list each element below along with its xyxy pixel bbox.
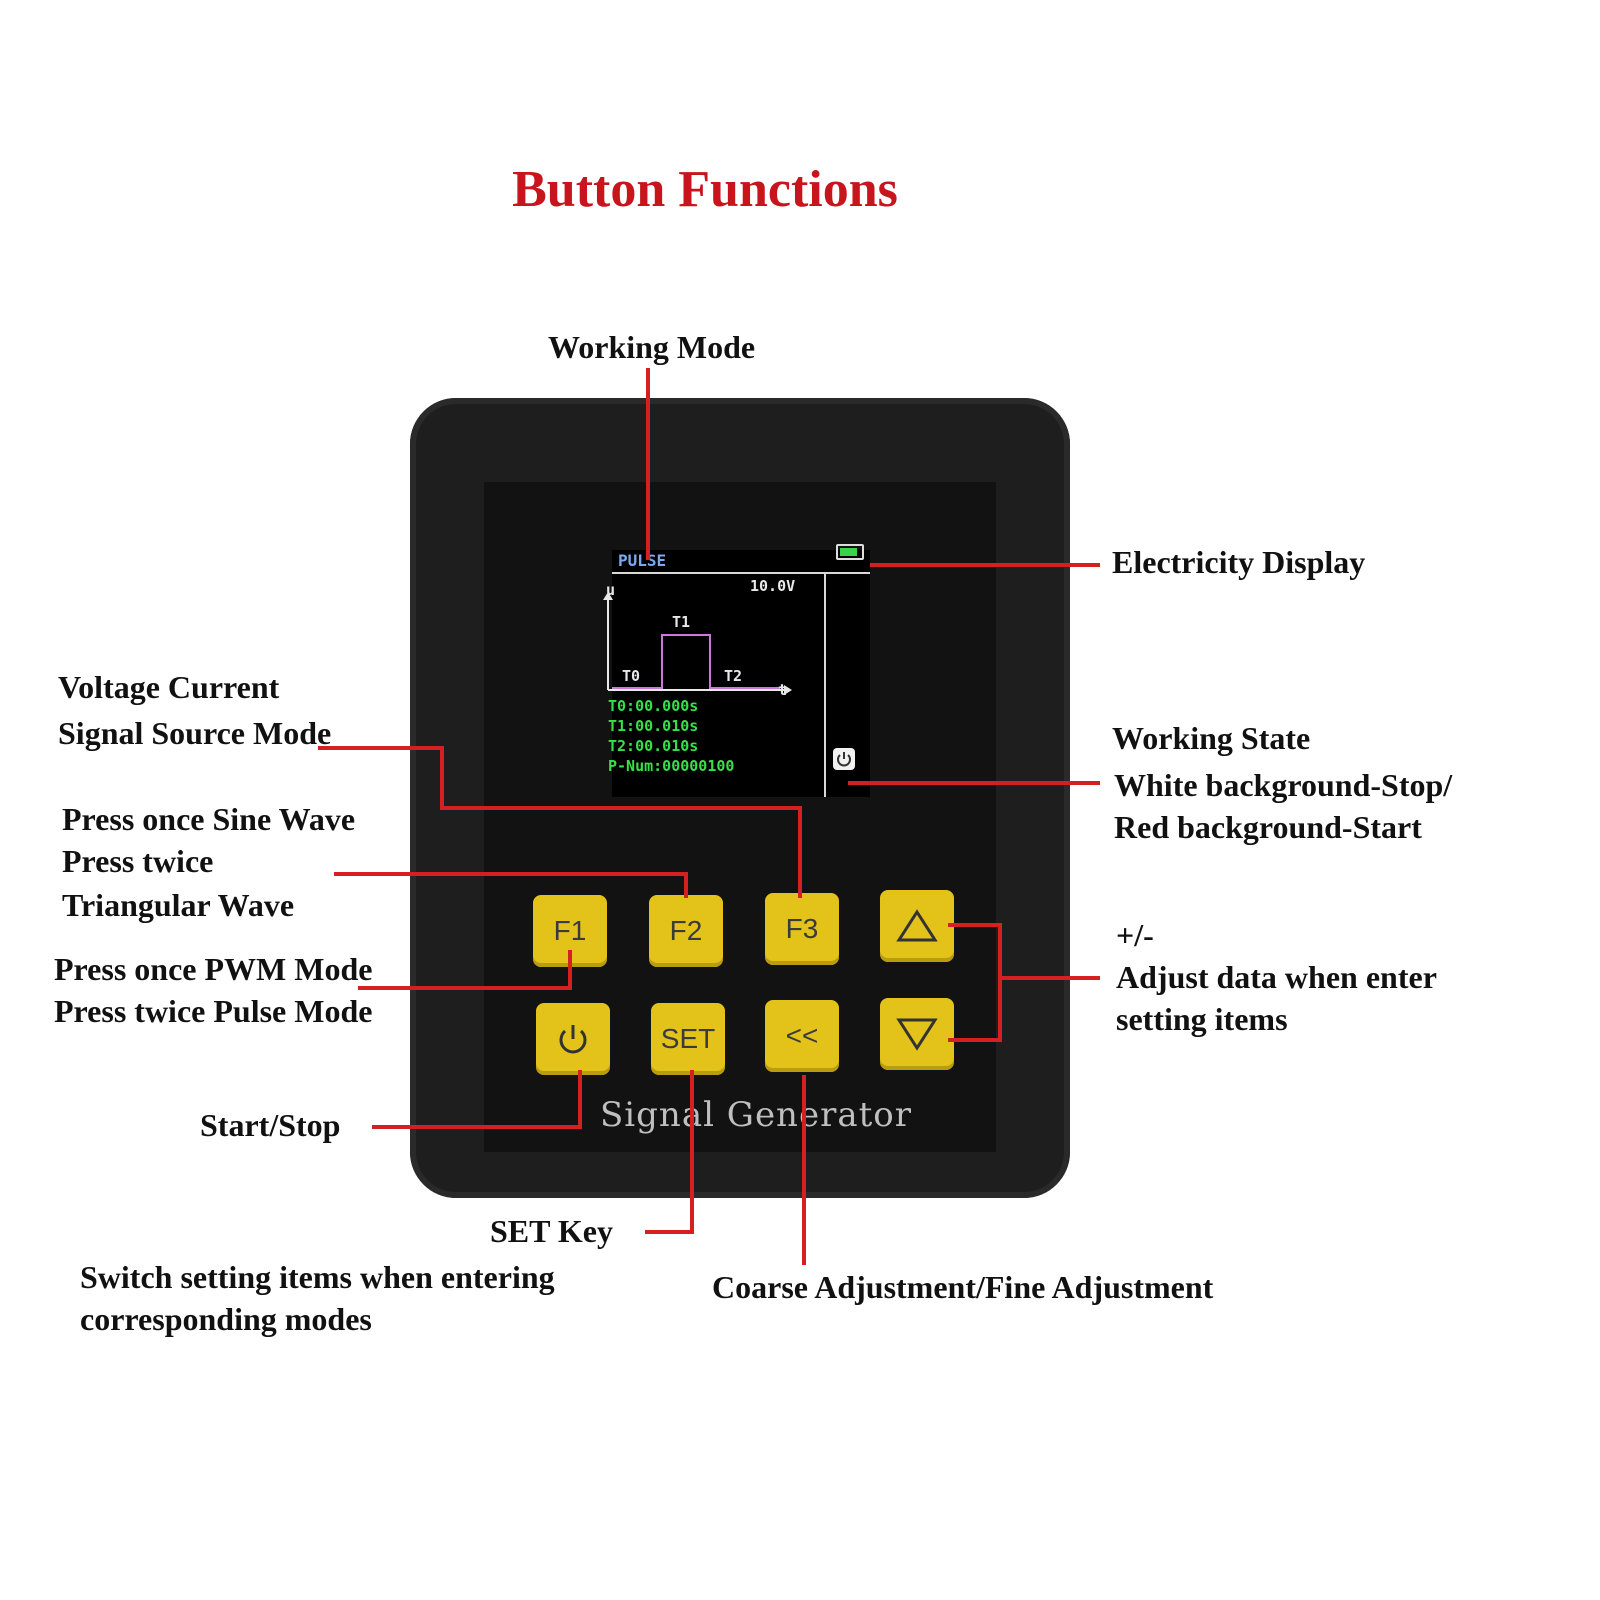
state-icon xyxy=(833,748,855,770)
f3-button[interactable]: F3 xyxy=(765,893,839,965)
f2-label-line2: Press twice xyxy=(62,843,214,879)
f2-label-line3: Triangular Wave xyxy=(62,887,295,923)
axis-t-label: t xyxy=(778,681,788,699)
side-divider xyxy=(824,574,826,797)
working-state-label-line3: Red background-Start xyxy=(1114,809,1422,845)
working-state-label-line2: White background-Stop/ xyxy=(1114,767,1453,803)
power-icon xyxy=(559,1025,587,1054)
lcd-screen: PULSE u 10.0V T1 T0 T2 t T0:00.000s T1:0… xyxy=(603,544,870,797)
coarse-fine-button[interactable]: << xyxy=(765,1000,839,1072)
set-key-label: SET Key xyxy=(490,1213,613,1249)
f2-label-line1: Press once Sine Wave xyxy=(62,801,356,837)
set-button[interactable]: SET xyxy=(651,1003,725,1075)
p-num-value: P-Num:00000100 xyxy=(608,757,735,775)
t1-value: T1:00.010s xyxy=(608,717,699,735)
coarse-fine-label: Coarse Adjustment/Fine Adjustment xyxy=(712,1269,1214,1305)
voltage-text: 10.0V xyxy=(750,577,796,595)
triangle-up-icon xyxy=(896,909,938,942)
triangle-down-icon xyxy=(896,1018,938,1051)
set-desc-line2: corresponding modes xyxy=(80,1301,372,1337)
vc-mode-label-line1: Voltage Current xyxy=(58,669,280,705)
vc-mode-label-line2: Signal Source Mode xyxy=(58,715,332,751)
f1-label-line2: Press twice Pulse Mode xyxy=(54,993,373,1029)
t1-label: T1 xyxy=(672,613,691,631)
f1-label-line1: Press once PWM Mode xyxy=(54,951,373,987)
down-button[interactable] xyxy=(880,998,954,1070)
f2-button[interactable]: F2 xyxy=(649,895,723,967)
electricity-display-label: Electricity Display xyxy=(1112,544,1366,580)
set-desc-line1: Switch setting items when entering xyxy=(80,1259,555,1295)
brand-text: Signal Generator xyxy=(600,1095,912,1135)
t2-label: T2 xyxy=(724,667,743,685)
mode-text: PULSE xyxy=(618,551,667,570)
start-stop-label: Start/Stop xyxy=(200,1107,341,1143)
plus-minus-label-line1: +/- xyxy=(1116,917,1154,953)
t0-value: T0:00.000s xyxy=(608,697,699,715)
t0-label: T0 xyxy=(622,667,641,685)
axis-u-label: u xyxy=(606,581,616,599)
header-divider xyxy=(612,572,870,574)
t2-value: T2:00.010s xyxy=(608,737,699,755)
up-button[interactable] xyxy=(880,890,954,962)
pulse-waveform xyxy=(603,592,792,695)
working-state-label-line1: Working State xyxy=(1112,720,1311,756)
plus-minus-label-line3: setting items xyxy=(1116,1001,1288,1037)
plus-minus-label-line2: Adjust data when enter xyxy=(1116,959,1437,995)
working-mode-label: Working Mode xyxy=(548,329,756,365)
power-button[interactable] xyxy=(536,1003,610,1075)
battery-icon xyxy=(836,544,864,560)
page-title: Button Functions xyxy=(512,161,898,218)
